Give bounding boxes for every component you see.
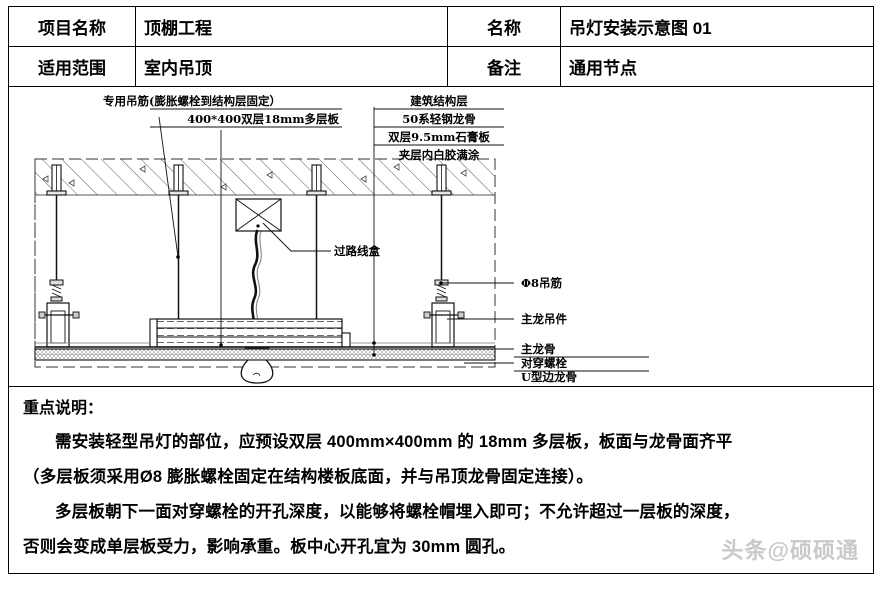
ceiling-assembly [34, 318, 496, 361]
main-keel-hanger-piece [49, 279, 64, 302]
watermark: 头条@硕硕通 [721, 538, 859, 563]
remark-label: 备注 [447, 46, 561, 87]
junction-box [235, 198, 282, 232]
label-hanger-rod: 专用吊筋(膨胀螺栓到结构层固定） [103, 94, 281, 108]
right-label-rules [514, 356, 649, 372]
hanger-assembly-left [38, 164, 80, 348]
label-u-edge-keel: U型边龙骨 [521, 370, 577, 384]
label-structure-layer: 建筑结构层 [410, 94, 468, 108]
label-main-keel-hanger: 主龙吊件 [521, 312, 567, 326]
remark-value: 通用节点 [560, 46, 874, 87]
label-multilayer-board: 400*400双层18mm多层板 [187, 112, 339, 126]
hanger-assembly-right [423, 164, 465, 348]
scope-label: 适用范围 [8, 46, 136, 87]
top-label-stack-rules [150, 108, 504, 146]
table-row: 适用范围 室内吊顶 备注 通用节点 [8, 46, 874, 87]
label-main-keel: 主龙骨 [521, 342, 556, 356]
label-junction-box: 过路线盒 [334, 244, 380, 258]
through-bolt [38, 311, 80, 319]
label-white-glue: 夹层内白胶满涂 [399, 148, 480, 162]
project-name-value: 顶棚工程 [135, 6, 448, 47]
main-keel-channel [46, 302, 70, 348]
label-phi8-rod: Φ8吊筋 [521, 276, 563, 290]
note-paragraph-2: （多层板须采用Ø8 膨胀螺栓固定在结构楼板底面，并与吊顶龙骨固定连接）。 [23, 468, 594, 486]
project-name-label: 项目名称 [8, 6, 136, 47]
label-through-bolt: 对穿螺栓 [521, 356, 567, 370]
notes-panel: 重点说明： 需安装轻型吊灯的部位，应预设双层 400mm×400mm 的 18m… [8, 387, 874, 574]
multilayer-board [156, 318, 343, 348]
notes-title: 重点说明： [23, 400, 104, 417]
drawing-name-label: 名称 [447, 6, 561, 47]
drawing-name-value: 吊灯安装示意图 01 [560, 6, 874, 47]
note-paragraph-1: 需安装轻型吊灯的部位，应预设双层 400mm×400mm 的 18mm 多层板，… [55, 433, 733, 451]
label-gypsum-board: 双层9.5mm石膏板 [387, 130, 490, 144]
title-block-table: 项目名称 顶棚工程 名称 吊灯安装示意图 01 适用范围 室内吊顶 备注 通用节… [8, 6, 874, 87]
leader-lines [158, 107, 514, 364]
ceiling-detail-svg: 专用吊筋(膨胀螺栓到结构层固定） 400*400双层18mm多层板 建筑结构层 … [34, 94, 649, 384]
note-paragraph-4: 否则会变成单层板受力，影响承重。板中心开孔宜为 30mm 圆孔。 [23, 538, 516, 556]
detail-drawing-panel: 专用吊筋(膨胀螺栓到结构层固定） 400*400双层18mm多层板 建筑结构层 … [8, 87, 874, 387]
label-light-steel-keel: 50系轻钢龙骨 [402, 112, 476, 126]
structural-slab [35, 158, 495, 196]
note-paragraph-3: 多层板朝下一面对穿螺栓的开孔深度，以能够将螺栓帽埋入即可；不允许超过一层板的深度… [55, 503, 740, 521]
table-row: 项目名称 顶棚工程 名称 吊灯安装示意图 01 [8, 6, 874, 47]
scope-value: 室内吊顶 [135, 46, 448, 87]
